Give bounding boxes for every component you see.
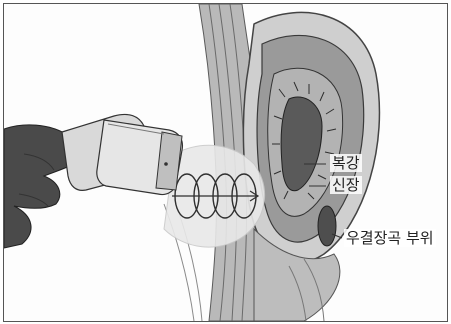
label-ureteral-stone-site: 우결장곡 부위 [344, 229, 436, 247]
anatomy-illustration [4, 4, 447, 321]
label-abdominal-cavity: 복강 [330, 154, 362, 172]
label-kidney: 신장 [330, 176, 362, 194]
illustration-frame: 복강 신장 우결장곡 부위 [3, 3, 448, 322]
